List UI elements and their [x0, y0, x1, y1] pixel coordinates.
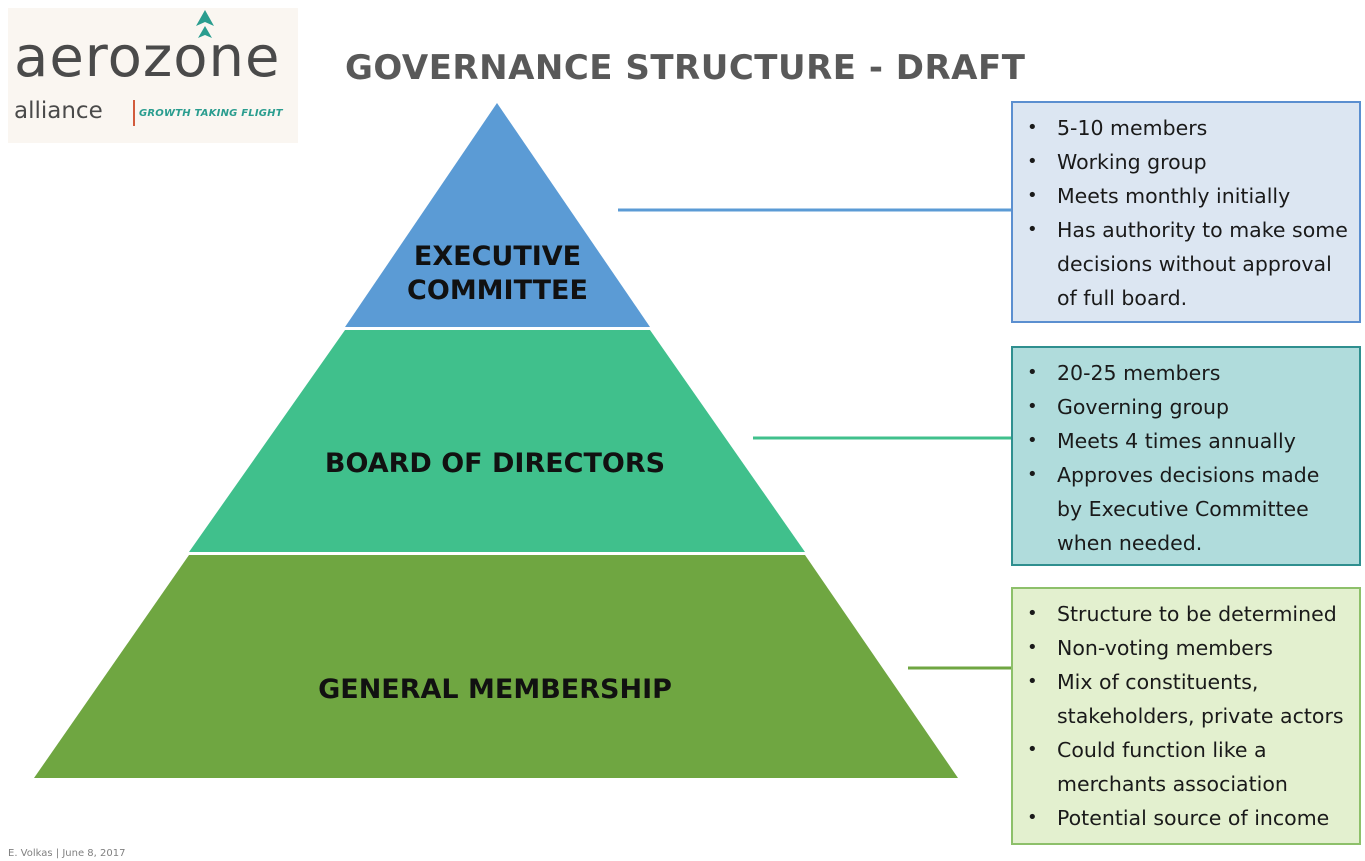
tier-label-executive: EXECUTIVE COMMITTEE — [407, 241, 588, 306]
pyramid-tier-executive — [345, 103, 650, 327]
list-item: Could function like a merchants associat… — [1025, 733, 1349, 801]
list-item: Meets 4 times annually — [1025, 424, 1349, 458]
tier-label-general: GENERAL MEMBERSHIP — [318, 674, 672, 705]
list-item: 20-25 members — [1025, 356, 1349, 390]
logo-separator — [133, 100, 135, 126]
logo-sub: alliance — [14, 98, 103, 124]
aerozone-logo: aerozone alliance GROWTH TAKING FLIGHT — [8, 8, 298, 143]
pyramid-tier-general — [34, 555, 958, 778]
info-box-general: Structure to be determined Non-voting me… — [1011, 587, 1361, 845]
list-item: Potential source of income — [1025, 801, 1349, 835]
list-item: Approves decisions made by Executive Com… — [1025, 458, 1349, 560]
list-item: Non-voting members — [1025, 631, 1349, 665]
pyramid-tier-board — [189, 330, 805, 552]
footer-credit: E. Volkas | June 8, 2017 — [8, 848, 126, 859]
info-box-executive: 5-10 members Working group Meets monthly… — [1011, 101, 1361, 323]
list-item: Has authority to make some decisions wit… — [1025, 213, 1349, 315]
tier-label-board: BOARD OF DIRECTORS — [324, 448, 666, 479]
page-title: GOVERNANCE STRUCTURE - DRAFT — [345, 48, 1026, 88]
arrow-icon — [196, 10, 214, 38]
list-item: Meets monthly initially — [1025, 179, 1349, 213]
logo-tagline: GROWTH TAKING FLIGHT — [139, 108, 283, 119]
list-item: Structure to be determined — [1025, 597, 1349, 631]
list-item: 5-10 members — [1025, 111, 1349, 145]
list-item: Working group — [1025, 145, 1349, 179]
list-item: Mix of constituents, stakeholders, priva… — [1025, 665, 1349, 733]
logo-brand: aerozone — [14, 25, 281, 90]
list-item: Governing group — [1025, 390, 1349, 424]
info-box-board: 20-25 members Governing group Meets 4 ti… — [1011, 346, 1361, 566]
